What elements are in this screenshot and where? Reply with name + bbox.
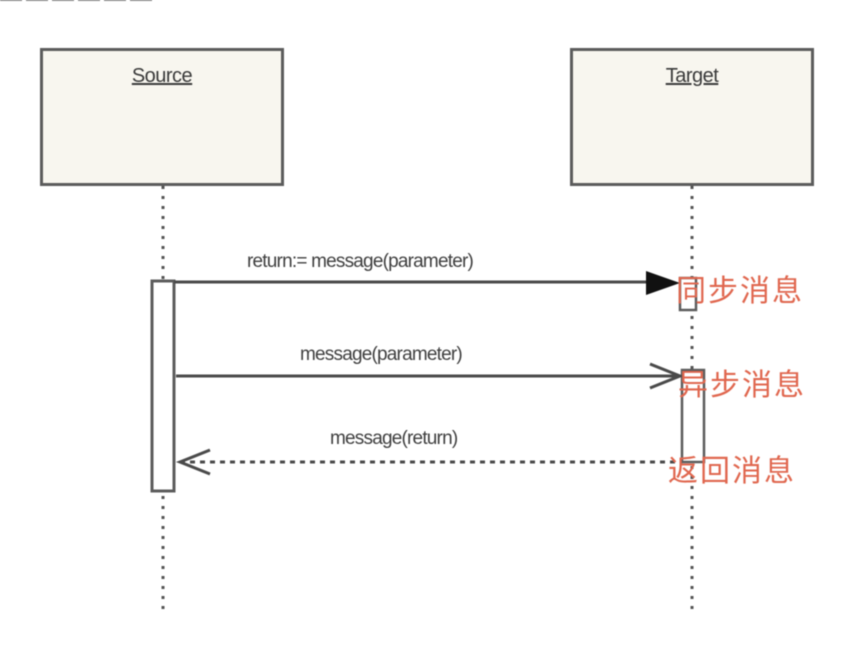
top-cropped-text-label: ——————: [0, 0, 156, 11]
source-participant-name: Source: [131, 65, 193, 87]
target-participant-name: Target: [665, 65, 719, 87]
top-cropped-text: ——————: [0, 0, 260, 12]
target-participant-box: Target: [570, 48, 814, 186]
sync-message-note: 同步消息: [676, 274, 804, 309]
source-participant-box: Source: [40, 48, 284, 186]
reply-message-arrowhead: [175, 448, 211, 476]
target-activation-bar-async: [680, 368, 706, 464]
async-message-label: message(parameter): [300, 344, 463, 365]
target-activation-bar-sync: [678, 276, 698, 312]
source-activation-bar: [150, 279, 176, 493]
reply-message-label: message(return): [330, 428, 458, 449]
sync-message-label: return:= message(parameter): [247, 251, 474, 272]
async-message-note: 异步消息: [678, 368, 806, 403]
reply-message-note: 返回消息: [668, 454, 796, 489]
sync-message-arrowhead: [646, 271, 680, 295]
async-message-arrowhead: [649, 362, 685, 390]
